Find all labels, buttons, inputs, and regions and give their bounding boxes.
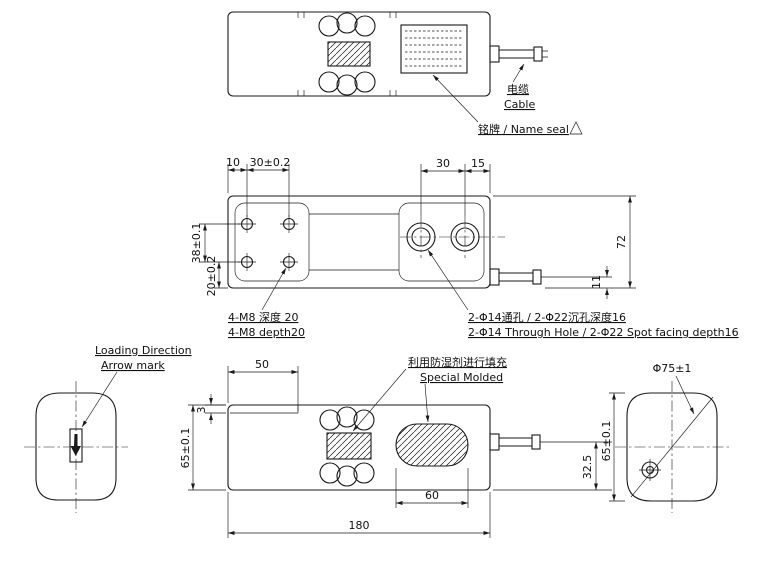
dim-60: 60 — [425, 489, 439, 502]
dim-30: 30 — [436, 157, 450, 170]
gauge-area-hatched — [326, 432, 372, 460]
hole-note-en: 2-Φ14 Through Hole / 2-Φ22 Spot facing d… — [468, 326, 739, 339]
dim-65-extensions — [188, 404, 226, 491]
dim-72: 72 — [615, 235, 628, 249]
dim-65r-tol: 65±0.1 — [600, 421, 613, 462]
dim-32-5: 32.5 — [581, 455, 594, 480]
special-molded-area — [395, 423, 469, 467]
molded-leader-1 — [352, 368, 407, 432]
down-arrow-icon — [70, 434, 81, 456]
left-end-view: Loading Direction Arrow mark — [24, 344, 192, 513]
dim-65-tol: 65±0.1 — [179, 428, 192, 469]
plan-top-extension-lines — [227, 164, 491, 217]
dim-50: 50 — [255, 358, 269, 371]
cable-top-view — [489, 45, 548, 63]
dim-60-extensions — [395, 468, 469, 508]
hole-note-cn: 2-Φ14通孔 / 2-Φ22沉孔深度16 — [468, 310, 626, 324]
cable-label-cn: 电缆 — [507, 83, 529, 96]
top-view-gauge-area-hatched — [327, 41, 371, 67]
arrow-mark-leader — [81, 371, 118, 428]
plan-view: 10 30±0.2 30 15 38±0.1 20±0.2 72 11 4-M8… — [190, 156, 739, 339]
side-step-line — [230, 405, 299, 414]
revision-triangle-icon — [569, 121, 583, 135]
name-seal-leader — [432, 74, 479, 123]
dim-3: 3 — [195, 407, 208, 414]
nameplate-text-lines — [405, 30, 463, 67]
top-view-edge-notches — [297, 12, 397, 96]
cable-leader — [512, 63, 525, 83]
dim-d75: Φ75±1 — [653, 362, 692, 375]
top-view: 电缆 Cable 铭牌 / Name seal — [227, 11, 583, 136]
name-seal-label: 铭牌 / Name seal — [478, 122, 569, 136]
m8-holes — [238, 215, 298, 271]
dim-3-extensions — [205, 404, 226, 414]
special-molded-note-en: Special Molded — [420, 371, 503, 384]
cable-entry-end-view — [639, 459, 661, 481]
through-holes — [400, 216, 505, 258]
dim-10: 10 — [226, 156, 240, 169]
cable-plan-view — [489, 268, 542, 286]
right-end-view: Φ75±1 65±0.1 — [600, 362, 729, 513]
left-end-outline — [35, 392, 117, 501]
plan-right-contour — [398, 202, 485, 282]
nameplate — [400, 24, 468, 74]
dim-180: 180 — [349, 519, 370, 532]
dim-65r-extensions — [609, 392, 625, 502]
side-flexure-cutouts — [319, 406, 375, 487]
m8-note-leader — [261, 267, 287, 311]
through-hole-centerlines — [400, 216, 505, 258]
top-view-flexure-cutouts — [318, 12, 376, 96]
dim-30-tol: 30±0.2 — [250, 156, 291, 169]
m8-note-cn: 4-M8 深度 20 — [228, 310, 298, 324]
loading-direction-label-1: Loading Direction — [95, 344, 192, 357]
cable-label-en: Cable — [504, 98, 535, 111]
special-molded-note-cn: 利用防湿剂进行填充 — [408, 355, 507, 369]
cable-side-view — [489, 433, 612, 451]
dim-38-tol: 38±0.1 — [190, 223, 203, 264]
hole-note-leader — [427, 249, 469, 311]
loading-direction-arrow-mark — [69, 428, 83, 463]
right-end-diagonal — [630, 396, 714, 498]
plan-web-lines — [309, 213, 399, 271]
molded-leader-2 — [424, 383, 430, 423]
dim-180-extensions — [227, 492, 491, 538]
plan-left-contour — [234, 202, 310, 282]
loading-direction-label-2: Arrow mark — [101, 359, 165, 372]
m8-hole-centermarks — [238, 215, 298, 271]
side-view: 利用防湿剂进行填充 Special Molded 50 3 65±0.1 32.… — [179, 355, 612, 538]
nameplate-outline — [400, 24, 468, 74]
m8-note-en: 4-M8 depth20 — [228, 326, 305, 339]
dim-15: 15 — [471, 157, 485, 170]
right-end-outline — [626, 392, 718, 502]
dim-11: 11 — [590, 275, 603, 289]
dim-20-tol: 20±0.2 — [205, 256, 218, 297]
plan-right-extension-lines — [493, 195, 636, 289]
d75-leader — [675, 375, 695, 415]
plan-body-outline — [227, 195, 491, 289]
dim-50-extensions — [227, 366, 299, 411]
